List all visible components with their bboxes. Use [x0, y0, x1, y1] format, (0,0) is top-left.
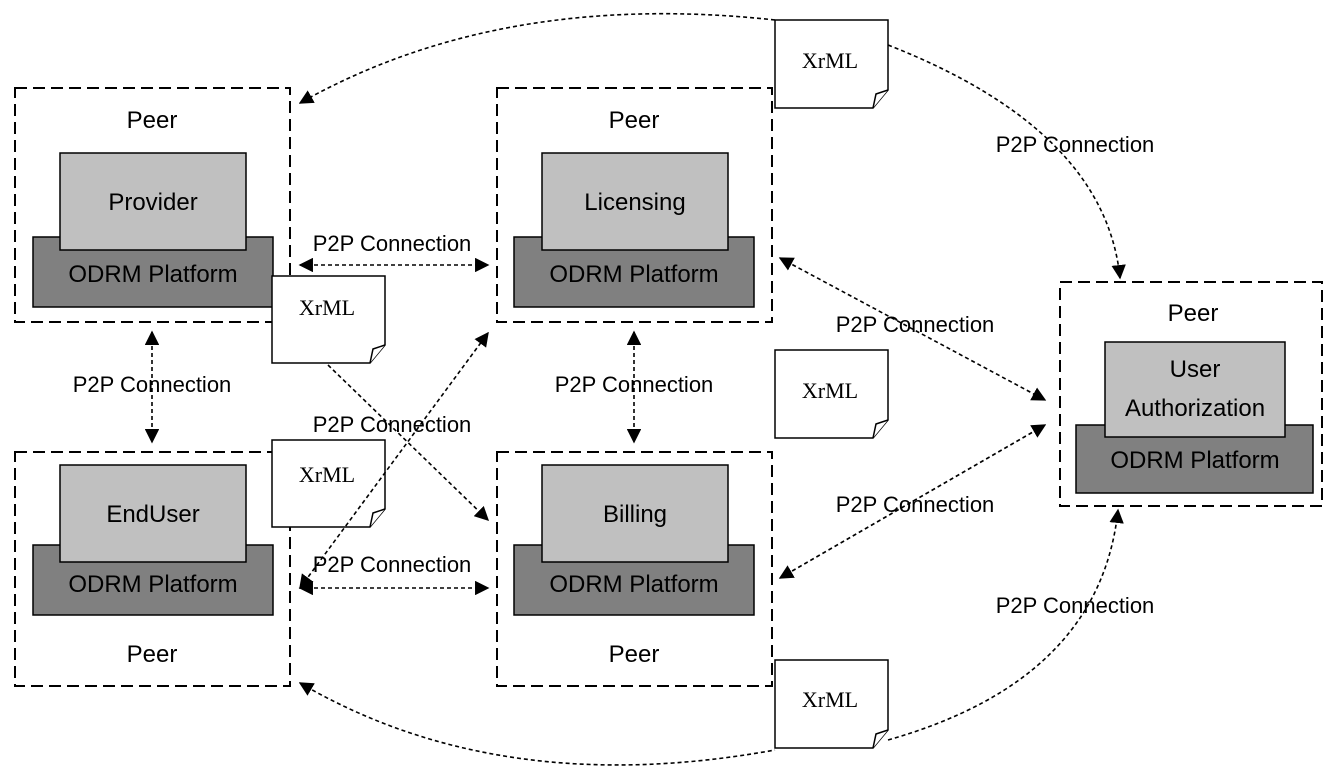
arrow-bottom-loop [300, 510, 1118, 766]
xrml-label-bottom: XrML [802, 687, 858, 712]
arrow-licensing-userauth [778, 257, 1047, 401]
peer-licensing-border [496, 87, 773, 323]
peer-enduser-border [14, 451, 291, 687]
platform-provider-label: ODRM Platform [68, 261, 237, 288]
document-icon: XrML [774, 659, 889, 749]
peer-billing-label: Peer [609, 641, 660, 668]
service-user-authorization [1104, 341, 1286, 438]
xrml-label-top: XrML [802, 48, 858, 73]
platform-licensing-label: ODRM Platform [549, 261, 718, 288]
service-user-authorization-label-line2: Authorization [1125, 395, 1265, 422]
connection-label: P2P Connection [313, 412, 472, 437]
service-licensing [541, 152, 729, 251]
xrml-label-provider: XrML [299, 295, 355, 320]
connection-label: P2P Connection [996, 593, 1155, 618]
connection-label: P2P Connection [836, 492, 995, 517]
platform-enduser-label: ODRM Platform [68, 571, 237, 598]
service-licensing-label: Licensing [584, 189, 685, 216]
document-icon: XrML [774, 349, 889, 439]
platform-user-authorization-label: ODRM Platform [1110, 447, 1279, 474]
connection-label: P2P Connection [313, 231, 472, 256]
peer-user-authorization-label: Peer [1168, 300, 1219, 327]
document-icon: XrML [271, 439, 386, 528]
peer-user-authorization: Peer User Authorization ODRM Platform [1059, 281, 1323, 507]
peer-enduser-label: Peer [127, 641, 178, 668]
document-icon: XrML [271, 275, 386, 364]
service-provider-label: Provider [108, 189, 197, 216]
service-billing-label: Billing [603, 501, 667, 528]
peer-provider-border [14, 87, 291, 323]
peer-licensing-label: Peer [609, 107, 660, 134]
connection-label: P2P Connection [555, 372, 714, 397]
peer-billing: Billing ODRM Platform Peer [496, 451, 773, 687]
service-provider [59, 152, 247, 251]
peer-enduser: EndUser ODRM Platform Peer [14, 451, 291, 687]
peer-provider: Peer Provider ODRM Platform [14, 87, 291, 323]
service-enduser [59, 464, 247, 563]
xrml-label-middle: XrML [802, 378, 858, 403]
arrow-top-to-userauth [887, 44, 1126, 280]
peer-licensing: Peer Licensing ODRM Platform [496, 87, 773, 323]
connection-label: P2P Connection [996, 132, 1155, 157]
connection-label: P2P Connection [313, 552, 472, 577]
service-user-authorization-label-line1: User [1170, 356, 1221, 383]
document-icon: XrML [774, 19, 889, 109]
service-enduser-label: EndUser [106, 501, 199, 528]
connection-label: P2P Connection [836, 312, 995, 337]
connection-label: P2P Connection [73, 372, 232, 397]
peer-user-authorization-border [1059, 281, 1323, 507]
arrow-top-to-provider [298, 12, 776, 104]
peer-provider-label: Peer [127, 107, 178, 134]
platform-billing-label: ODRM Platform [549, 571, 718, 598]
xrml-label-enduser: XrML [299, 462, 355, 487]
